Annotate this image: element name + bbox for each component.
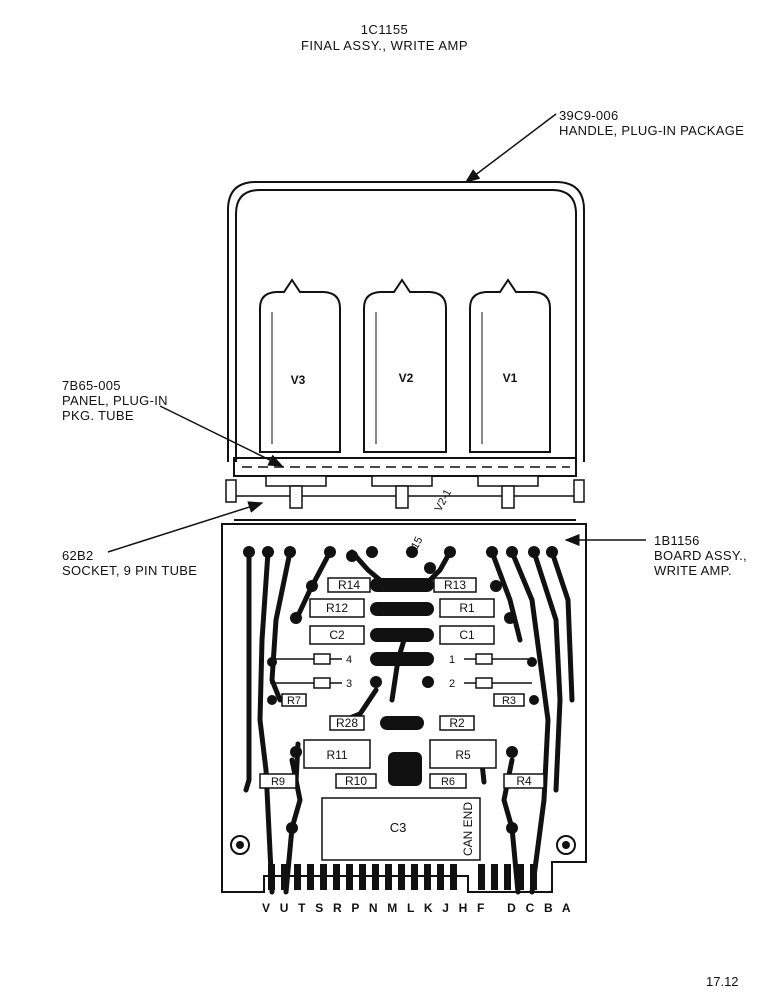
label-r1: R1 <box>459 601 475 615</box>
label-r10: R10 <box>345 774 367 788</box>
tube-v2 <box>363 278 447 453</box>
label-node-3: 3 <box>346 678 352 690</box>
callout-board-part: 1B1156 <box>654 533 700 548</box>
label-r3: R3 <box>502 695 516 707</box>
board-pads <box>243 546 558 834</box>
callout-panel-line1: PANEL, PLUG-IN <box>62 393 168 408</box>
callout-socket: 62B2 SOCKET, 9 PIN TUBE <box>62 548 197 578</box>
callout-handle: 39C9-006 HANDLE, PLUG-IN PACKAGE <box>559 108 744 138</box>
label-r6: R6 <box>441 776 455 788</box>
label-c2: C2 <box>329 628 345 642</box>
label-c1: C1 <box>459 628 475 642</box>
tube-v1 <box>469 278 551 453</box>
component-bodies <box>259 577 545 861</box>
callout-panel: 7B65-005 PANEL, PLUG-IN PKG. TUBE <box>62 378 168 423</box>
label-r12: R12 <box>326 601 348 615</box>
page-number: 17.12 <box>706 974 739 989</box>
label-r28: R28 <box>336 716 358 730</box>
callout-handle-part: 39C9-006 <box>559 108 619 123</box>
label-c3: C3 <box>390 820 407 835</box>
callout-panel-part: 7B65-005 <box>62 378 121 393</box>
callout-socket-part: 62B2 <box>62 548 94 563</box>
label-r11: R11 <box>326 748 347 762</box>
plug-in-handle <box>227 181 585 462</box>
tube-label-v1: V1 <box>503 371 518 385</box>
label-node-2: 2 <box>449 678 455 690</box>
bus-bars <box>370 578 434 786</box>
callout-board-line1: BOARD ASSY., <box>654 548 747 563</box>
tube-v3 <box>259 278 341 453</box>
callout-arrows <box>107 113 646 553</box>
tube-label-v3: V3 <box>291 373 306 387</box>
callout-board: 1B1156 BOARD ASSY., WRITE AMP. <box>654 533 747 578</box>
diagram-title: FINAL ASSY., WRITE AMP <box>300 38 469 53</box>
tube-sockets <box>265 475 539 509</box>
label-r2: R2 <box>449 716 465 730</box>
connector-pin-labels: V U T S R P N M L K J H F D C B A <box>262 901 574 915</box>
label-node-4: 4 <box>346 654 352 666</box>
label-r13: R13 <box>444 578 466 592</box>
label-r5: R5 <box>455 748 471 762</box>
label-can-end: CAN END <box>461 802 475 856</box>
callout-socket-desc: SOCKET, 9 PIN TUBE <box>62 563 198 578</box>
label-r9: R9 <box>271 776 285 788</box>
callout-panel-line2: PKG. TUBE <box>62 408 134 423</box>
label-r4: R4 <box>516 774 532 788</box>
label-r14: R14 <box>338 578 360 592</box>
label-r7: R7 <box>287 695 301 707</box>
tube-label-v2: V2 <box>399 371 414 385</box>
callout-board-line2: WRITE AMP. <box>654 563 732 578</box>
part-number: 1C1155 <box>360 22 409 37</box>
connector-fingers <box>268 864 537 890</box>
diode-leads <box>270 658 532 684</box>
callout-handle-desc: HANDLE, PLUG-IN PACKAGE <box>559 123 745 138</box>
label-node-1: 1 <box>449 654 455 666</box>
label-v2-1: V2-1 <box>433 488 455 514</box>
